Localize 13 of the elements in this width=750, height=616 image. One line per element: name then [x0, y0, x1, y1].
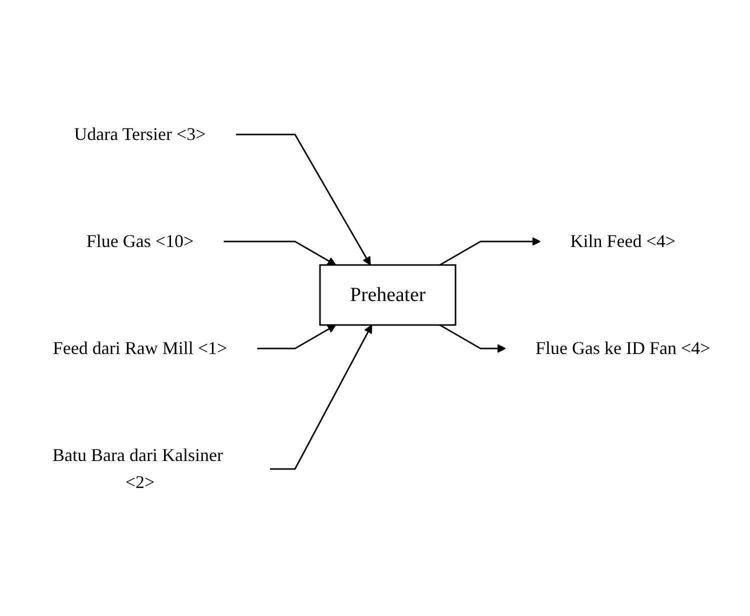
node-text: Flue Gas <10> [86, 230, 194, 250]
node-text: Kiln Feed <4> [570, 230, 676, 250]
node-text: Batu Bara dari Kalsiner <2> [52, 444, 223, 492]
arrow [256, 324, 336, 349]
node-text: Flue Gas ke ID Fan <4> [535, 338, 710, 358]
node-text: Udara Tersier <3> [74, 124, 206, 144]
arrow [224, 240, 336, 265]
arrow [236, 133, 371, 265]
arrow [439, 324, 506, 352]
arrow [270, 324, 372, 470]
node-text: Feed dari Raw Mill <1> [52, 338, 227, 358]
node-box: Preheater [319, 264, 456, 326]
arrow [439, 236, 540, 266]
